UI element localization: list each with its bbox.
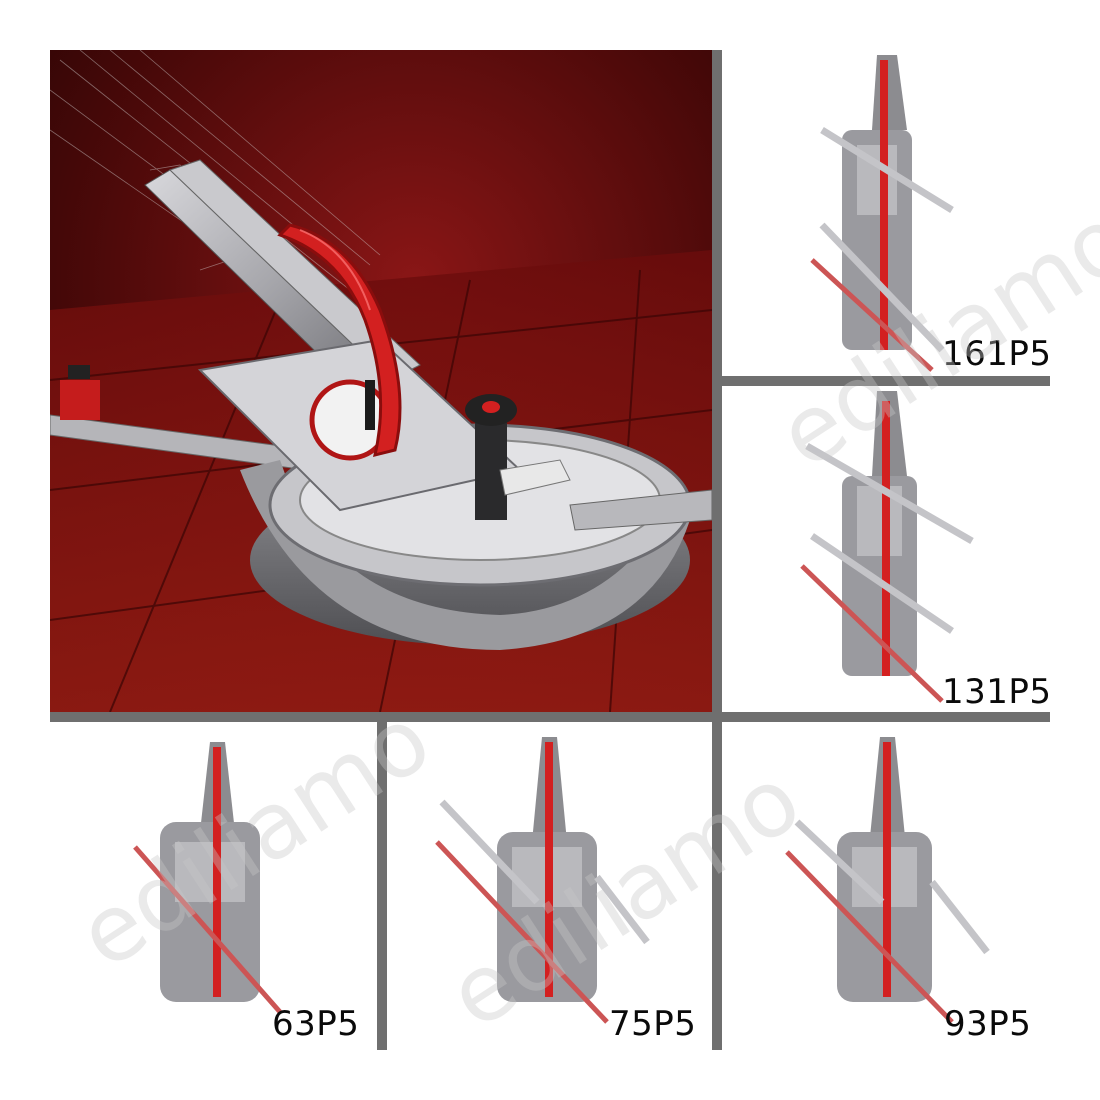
- model-label: 75P5: [609, 1004, 697, 1044]
- separator-bottom-2: [712, 722, 722, 1050]
- model-panel-75p5: 75P5: [387, 722, 712, 1050]
- tile-cutter-top-view-icon: [435, 737, 650, 1024]
- hero-product-image: [50, 50, 712, 712]
- model-label: 161P5: [942, 334, 1050, 374]
- tile-cutter-top-view-icon: [133, 742, 282, 1014]
- model-panel-131p5: 131P5: [722, 386, 1050, 712]
- separator-horizontal: [50, 712, 1050, 722]
- separator-vertical-top: [712, 50, 722, 712]
- tile-cutter-top-view-icon: [800, 391, 974, 703]
- model-panel-93p5: 93P5: [722, 722, 1050, 1050]
- model-panel-63p5: 63P5: [50, 722, 377, 1050]
- model-label: 131P5: [942, 672, 1050, 712]
- separator-right-mid: [722, 376, 1050, 386]
- tile-cutter-top-view-icon: [810, 55, 954, 372]
- separator-bottom-1: [377, 722, 387, 1050]
- model-panel-161p5: 161P5: [722, 50, 1050, 376]
- tile-cutter-top-view-icon: [785, 737, 990, 1024]
- model-label: 63P5: [272, 1004, 360, 1044]
- model-label: 93P5: [944, 1004, 1032, 1044]
- tile-cutter-icon: [50, 50, 712, 712]
